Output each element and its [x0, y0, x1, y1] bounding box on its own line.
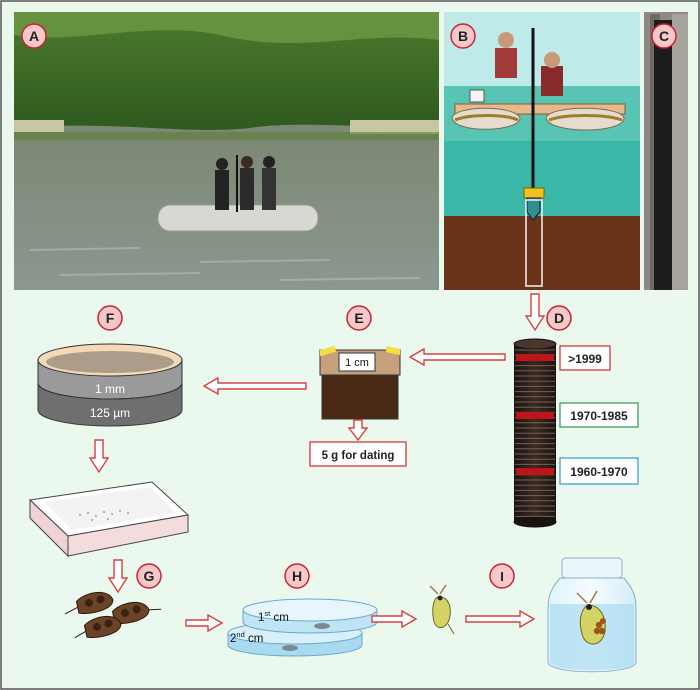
culture-jar	[547, 557, 637, 673]
sieve-mesh-bottom: 125 µm	[90, 406, 130, 420]
ephippia	[64, 591, 162, 639]
core-photo	[644, 12, 688, 290]
sediment-core	[513, 338, 557, 528]
panel-badge-b: B	[450, 23, 476, 49]
sorting-tray	[28, 481, 190, 558]
petri-dishes: 1st cm 2nd cm	[227, 598, 378, 657]
photo-lake-boat	[14, 12, 439, 290]
dish-second-label: 2nd cm	[230, 630, 263, 645]
arrow-h-to-daphnia	[371, 609, 418, 629]
panel-label-b: B	[458, 28, 468, 44]
interval-text-1999: >1999	[568, 352, 602, 366]
arrow-g-to-h	[185, 613, 224, 633]
core-band-1970	[516, 412, 554, 419]
interval-text-1960: 1960-1970	[570, 465, 628, 479]
panel-label-c: C	[659, 28, 669, 44]
panel-label-f: F	[106, 310, 115, 326]
arrow-e-to-dating	[347, 419, 369, 442]
panel-label-h: H	[292, 568, 302, 584]
panel-badge-d: D	[546, 305, 572, 331]
interval-label-1970-1985: 1970-1985	[559, 402, 639, 428]
slice-thickness-label: 1 cm	[345, 357, 369, 369]
arrow-daphnia-to-jar	[465, 609, 536, 629]
panel-label-i: I	[500, 569, 504, 584]
panel-badge-h: H	[284, 563, 310, 589]
panel-badge-g: G	[136, 563, 162, 589]
interval-label-1960-1970: 1960-1970	[559, 457, 639, 485]
arrow-tray-to-g	[107, 559, 129, 594]
panel-label-a: A	[29, 28, 39, 44]
interval-text-1970: 1970-1985	[570, 409, 628, 423]
core-band-1999	[516, 354, 554, 361]
panel-badge-i: I	[489, 563, 515, 589]
process-arrows	[88, 293, 546, 633]
panel-badge-c: C	[651, 23, 677, 49]
interval-label-1999: >1999	[559, 345, 611, 371]
arrow-d-to-e	[408, 347, 506, 367]
panel-label-e: E	[354, 310, 363, 326]
arrow-e-to-f	[202, 376, 307, 396]
arrow-b-to-d	[524, 293, 546, 332]
panel-badge-a: A	[21, 23, 47, 49]
panel-label-d: D	[554, 310, 564, 326]
dish-first-label: 1st cm	[258, 609, 289, 624]
dating-box: 5 g for dating	[309, 441, 407, 467]
panel-badge-f: F	[97, 305, 123, 331]
core-band-1960	[516, 468, 554, 475]
arrow-f-to-tray	[88, 439, 110, 474]
dating-label: 5 g for dating	[322, 450, 395, 462]
panel-label-g: G	[144, 568, 155, 584]
sieve: 1 mm 125 µm	[37, 343, 183, 427]
coring-illustration	[444, 12, 640, 290]
daphnia	[429, 584, 455, 635]
panel-badge-e: E	[346, 305, 372, 331]
sieve-mesh-top: 1 mm	[95, 382, 125, 396]
sediment-slice: 1 cm	[319, 346, 401, 420]
